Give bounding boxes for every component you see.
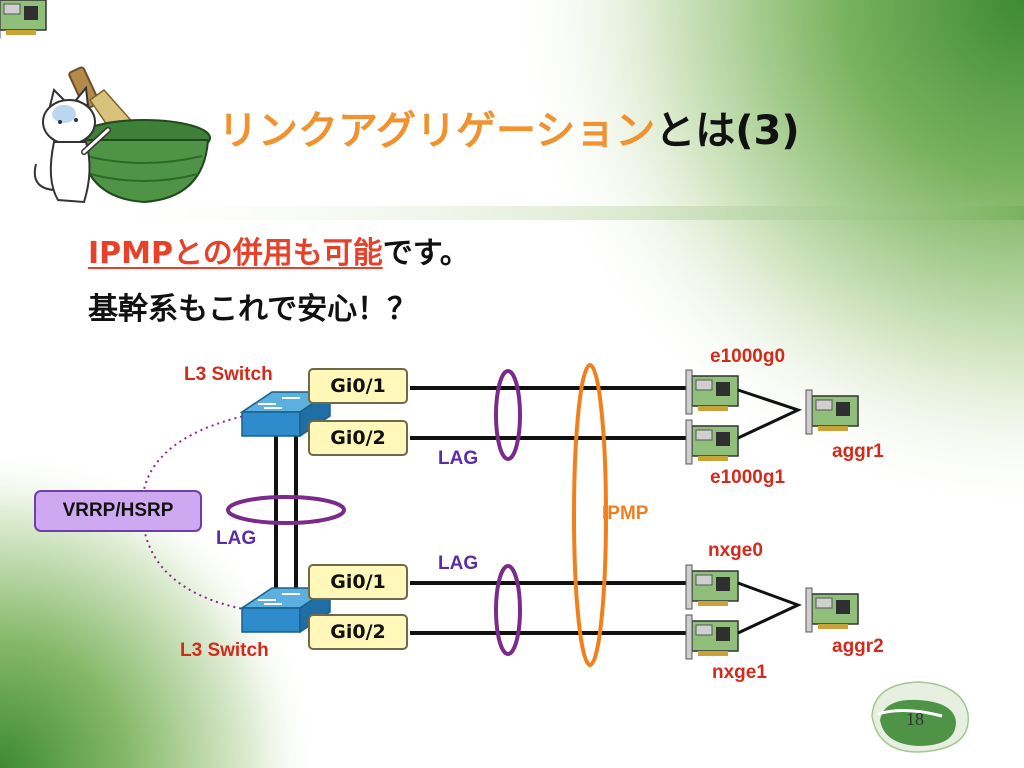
aggr-label-2: aggr2 <box>832 636 884 657</box>
title-accent: リンクアグリゲーション <box>218 108 656 154</box>
body-highlight: IPMPとの併用も可能 <box>88 236 383 271</box>
lag-ring-top <box>494 369 522 461</box>
vrrp-link <box>140 414 249 611</box>
nic-card-icon <box>0 0 47 39</box>
page-number: 18 <box>906 709 924 729</box>
body-line-1: IPMPとの併用も可能です。 <box>88 228 470 272</box>
page-title: リンクアグリゲーションとは(3) <box>218 98 800 156</box>
lag-ring-bottom <box>494 564 522 656</box>
switch-bottom-label: L3 Switch <box>180 640 269 661</box>
switch-top-label: L3 Switch <box>184 364 273 385</box>
aggr-chevron-bottom <box>737 581 802 635</box>
ipmp-ring <box>572 363 608 667</box>
lag-label-switches: LAG <box>216 528 257 549</box>
lag-ring-switches <box>226 495 346 525</box>
matcha-bowl-icon <box>77 119 211 204</box>
mascot-illustration <box>33 66 211 204</box>
nic-label-e1000g1: e1000g1 <box>710 467 786 488</box>
port-gi0-2-top: Gi0/2 <box>308 420 408 456</box>
aggr-chevron-top <box>737 388 803 440</box>
title-rest: とは(3) <box>655 108 800 154</box>
nic-label-e1000g0: e1000g0 <box>710 346 786 367</box>
port-gi0-1-top: Gi0/1 <box>308 368 408 404</box>
cat-icon <box>33 85 111 204</box>
nic-label-nxge1: nxge1 <box>712 662 767 683</box>
lag-label-bottom: LAG <box>438 553 479 574</box>
body-line-2: 基幹系もこれで安心！？ <box>88 292 418 327</box>
vrrp-hsrp-box: VRRP/HSRP <box>34 490 202 532</box>
nic-label-nxge0: nxge0 <box>708 540 763 561</box>
port-gi0-1-bottom: Gi0/1 <box>308 564 408 600</box>
page-number-leaf <box>871 681 969 753</box>
aggr-label-1: aggr1 <box>832 441 884 462</box>
port-gi0-2-bottom: Gi0/2 <box>308 614 408 650</box>
ipmp-label: IPMP <box>602 503 649 524</box>
lag-label-top: LAG <box>438 448 479 469</box>
body-line-1-rest: です。 <box>382 236 470 271</box>
